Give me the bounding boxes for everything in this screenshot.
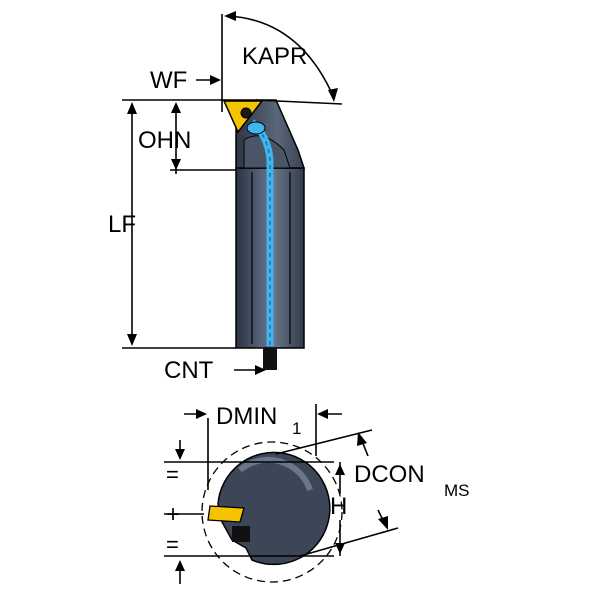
plus-symbol: + — [166, 501, 180, 528]
end-view: = + = DMIN 1 DCON MS H — [164, 403, 470, 584]
dcon-label: DCON — [354, 461, 425, 488]
coolant-outlet — [246, 121, 266, 135]
insert-end-view — [207, 505, 245, 523]
lf-label: LF — [108, 211, 136, 238]
equal-symbol-bottom: = — [166, 532, 179, 557]
dmin-label: DMIN — [216, 403, 277, 430]
kapr-reference-line — [255, 99, 343, 105]
side-view: WF KAPR OHN LF CNT — [108, 11, 343, 384]
dcon-extension-bottom — [299, 527, 399, 557]
cnt-label: CNT — [164, 357, 214, 384]
kapr-label: KAPR — [242, 43, 307, 70]
dcon-extension-top — [275, 429, 373, 455]
wf-label: WF — [150, 67, 187, 94]
insert-screw — [240, 107, 252, 119]
dmin-subscript: 1 — [292, 419, 301, 438]
equal-symbol-top: = — [166, 462, 179, 487]
ohn-label: OHN — [138, 127, 191, 154]
h-label: H — [330, 493, 347, 520]
coolant-connection — [263, 348, 277, 370]
dcon-subscript: MS — [444, 481, 470, 500]
kapr-arc — [227, 15, 335, 99]
clamp-end-view — [232, 526, 250, 542]
bore-circle — [201, 441, 343, 583]
